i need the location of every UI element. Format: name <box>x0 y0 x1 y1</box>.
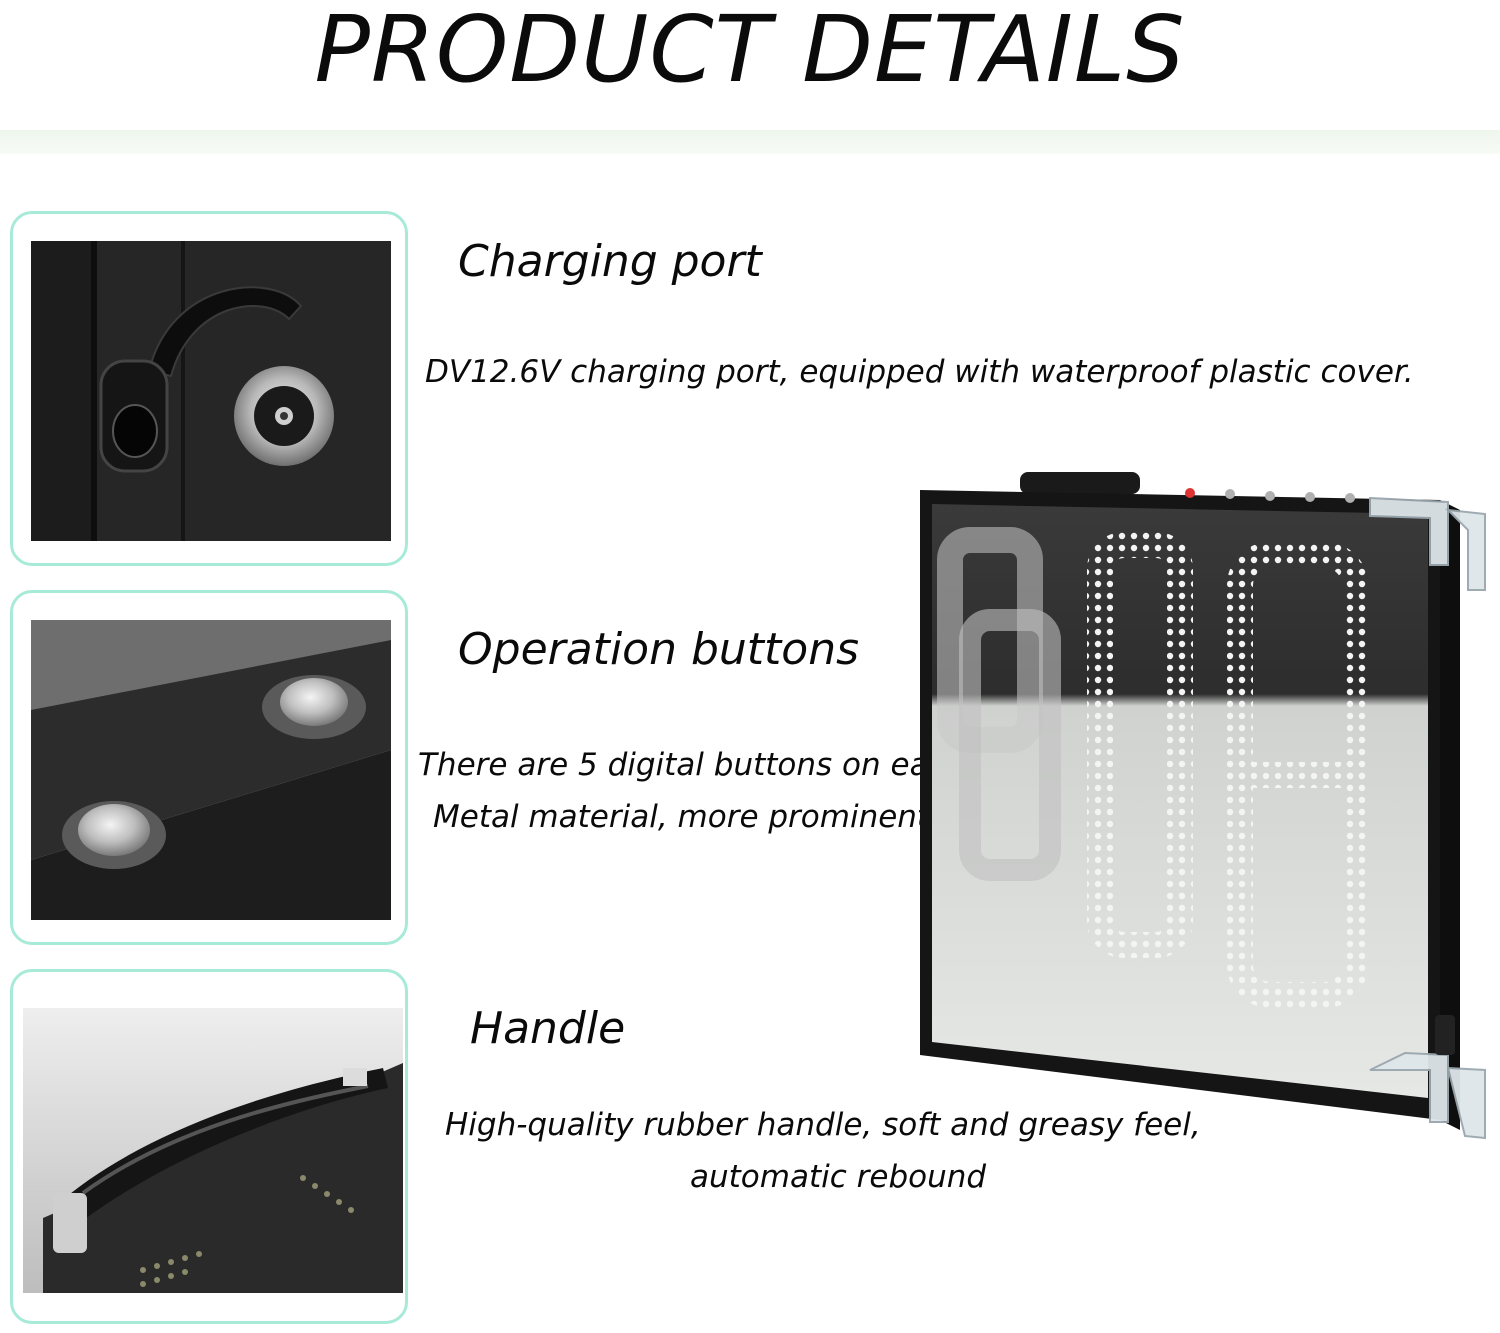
handle-photo <box>23 1008 403 1293</box>
operation-buttons-photo <box>31 620 391 920</box>
feature-photo-card-operation-buttons <box>10 590 408 945</box>
feature-photo-card-handle <box>10 969 408 1324</box>
feature-photo-card-charging-port <box>10 211 408 566</box>
page-title: PRODUCT DETAILS <box>314 0 1186 103</box>
charging-port-heading: Charging port <box>458 236 762 287</box>
charging-port-description: DV12.6V charging port, equipped with wat… <box>425 354 1414 390</box>
charging-port-photo <box>31 241 391 541</box>
handle-description-line-2: automatic rebound <box>690 1159 987 1195</box>
header-divider-band <box>0 130 1500 154</box>
handle-heading: Handle <box>470 1003 626 1054</box>
operation-buttons-heading: Operation buttons <box>458 624 860 675</box>
handle-description-line-1: High-quality rubber handle, soft and gre… <box>445 1107 1201 1143</box>
led-scoreboard-icon <box>920 472 1486 1140</box>
